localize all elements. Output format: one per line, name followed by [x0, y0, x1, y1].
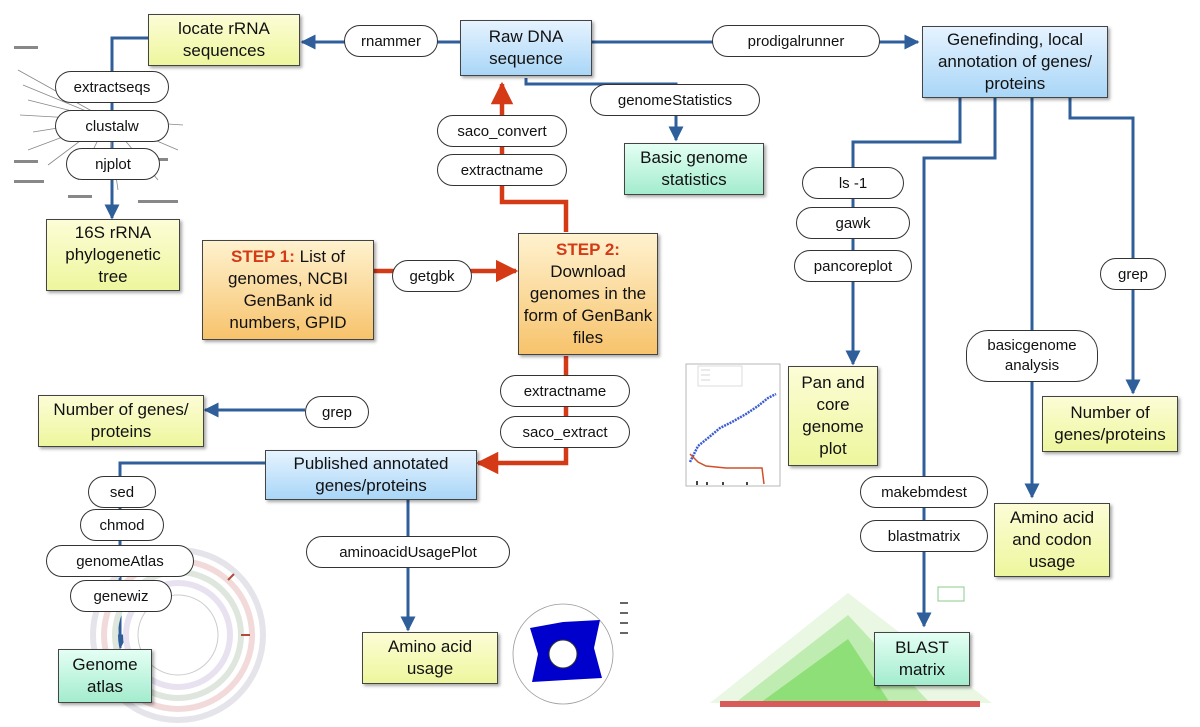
tool-ls: ls -1	[802, 167, 904, 199]
tool-extractname-bottom: extractname	[500, 375, 630, 407]
raw-dna-label: Raw DNA sequence	[488, 27, 564, 68]
tool-gawk: gawk	[796, 207, 910, 239]
tool-sed: sed	[88, 476, 156, 508]
tool-basicgenome-analysis: basicgenome analysis	[966, 330, 1098, 382]
genome-atlas-label: Genome atlas	[72, 655, 138, 696]
pan-core-plot-thumbnail	[685, 363, 781, 487]
tool-clustalw: clustalw	[55, 110, 169, 142]
tool-genomestatistics: genomeStatistics	[590, 84, 760, 116]
aa-codon-label: Amino acid and codon usage	[1009, 508, 1095, 571]
tool-genewiz: genewiz	[70, 580, 172, 612]
tool-njplot: njplot	[66, 148, 160, 180]
amino-acid-radar-thumbnail	[512, 602, 628, 705]
tool-prodigalrunner: prodigalrunner	[712, 25, 880, 57]
phylo-tree-label: 16S rRNA phylogenetic tree	[65, 223, 161, 286]
genefinding-box: Genefinding, local annotation of genes/ …	[922, 26, 1108, 98]
tool-rnammer: rnammer	[344, 25, 438, 57]
blast-matrix-box: BLAST matrix	[874, 632, 970, 686]
step2-heading: STEP 2:	[556, 240, 620, 259]
aa-usage-box: Amino acid usage	[362, 632, 498, 684]
genome-atlas-box: Genome atlas	[58, 649, 152, 703]
tool-saco-extract: saco_extract	[500, 416, 630, 448]
num-genes-right-box: Number of genes/proteins	[1042, 396, 1178, 452]
tool-blastmatrix: blastmatrix	[860, 520, 988, 552]
blast-matrix-label: BLAST matrix	[895, 638, 949, 679]
basic-stats-label: Basic genome statistics	[640, 148, 748, 189]
aa-usage-label: Amino acid usage	[387, 637, 473, 678]
tool-extractname-top: extractname	[437, 154, 567, 186]
tool-getgbk: getgbk	[392, 260, 472, 292]
tool-grep-left: grep	[305, 396, 369, 428]
tool-saco-convert: saco_convert	[437, 115, 567, 147]
tool-genomeatlas: genomeAtlas	[46, 545, 194, 577]
num-genes-left-label: Number of genes/ proteins	[53, 400, 189, 441]
published-box: Published annotated genes/proteins	[265, 450, 477, 500]
step2-text: Download genomes in the form of GenBank …	[523, 262, 653, 347]
aa-codon-box: Amino acid and codon usage	[994, 503, 1110, 577]
published-label: Published annotated genes/proteins	[293, 454, 449, 495]
tool-makebmdest: makebmdest	[860, 476, 988, 508]
num-genes-right-label: Number of genes/proteins	[1054, 403, 1166, 444]
step1-box: STEP 1: List of genomes, NCBI GenBank id…	[202, 240, 374, 340]
step2-box: STEP 2: Download genomes in the form of G…	[518, 233, 658, 355]
genefinding-label: Genefinding, local annotation of genes/ …	[937, 30, 1093, 93]
locate-rrna-label: locate rRNA sequences	[178, 19, 270, 60]
tool-aminoacidusageplot: aminoacidUsagePlot	[306, 536, 510, 568]
locate-rrna-box: locate rRNA sequences	[148, 14, 300, 66]
num-genes-left-box: Number of genes/ proteins	[38, 395, 204, 447]
edge-gene-to-grep	[1068, 98, 1141, 395]
basic-stats-box: Basic genome statistics	[624, 143, 764, 195]
tool-grep-right: grep	[1100, 258, 1166, 290]
tool-pancoreplot: pancoreplot	[794, 250, 912, 282]
step1-heading: STEP 1:	[230, 247, 295, 266]
edge-gene-to-blast	[916, 98, 997, 628]
pan-core-label: Pan and core genome plot	[801, 373, 865, 458]
genome-atlas-thumbnail	[90, 547, 266, 723]
blast-matrix-thumbnail	[710, 586, 992, 707]
raw-dna-box: Raw DNA sequence	[460, 20, 592, 76]
tool-chmod: chmod	[80, 509, 164, 541]
tool-extractseqs: extractseqs	[55, 71, 169, 103]
phylo-tree-box: 16S rRNA phylogenetic tree	[46, 219, 180, 291]
step1-text: List of genomes, NCBI GenBank id numbers…	[228, 247, 348, 332]
pan-core-box: Pan and core genome plot	[788, 366, 878, 466]
